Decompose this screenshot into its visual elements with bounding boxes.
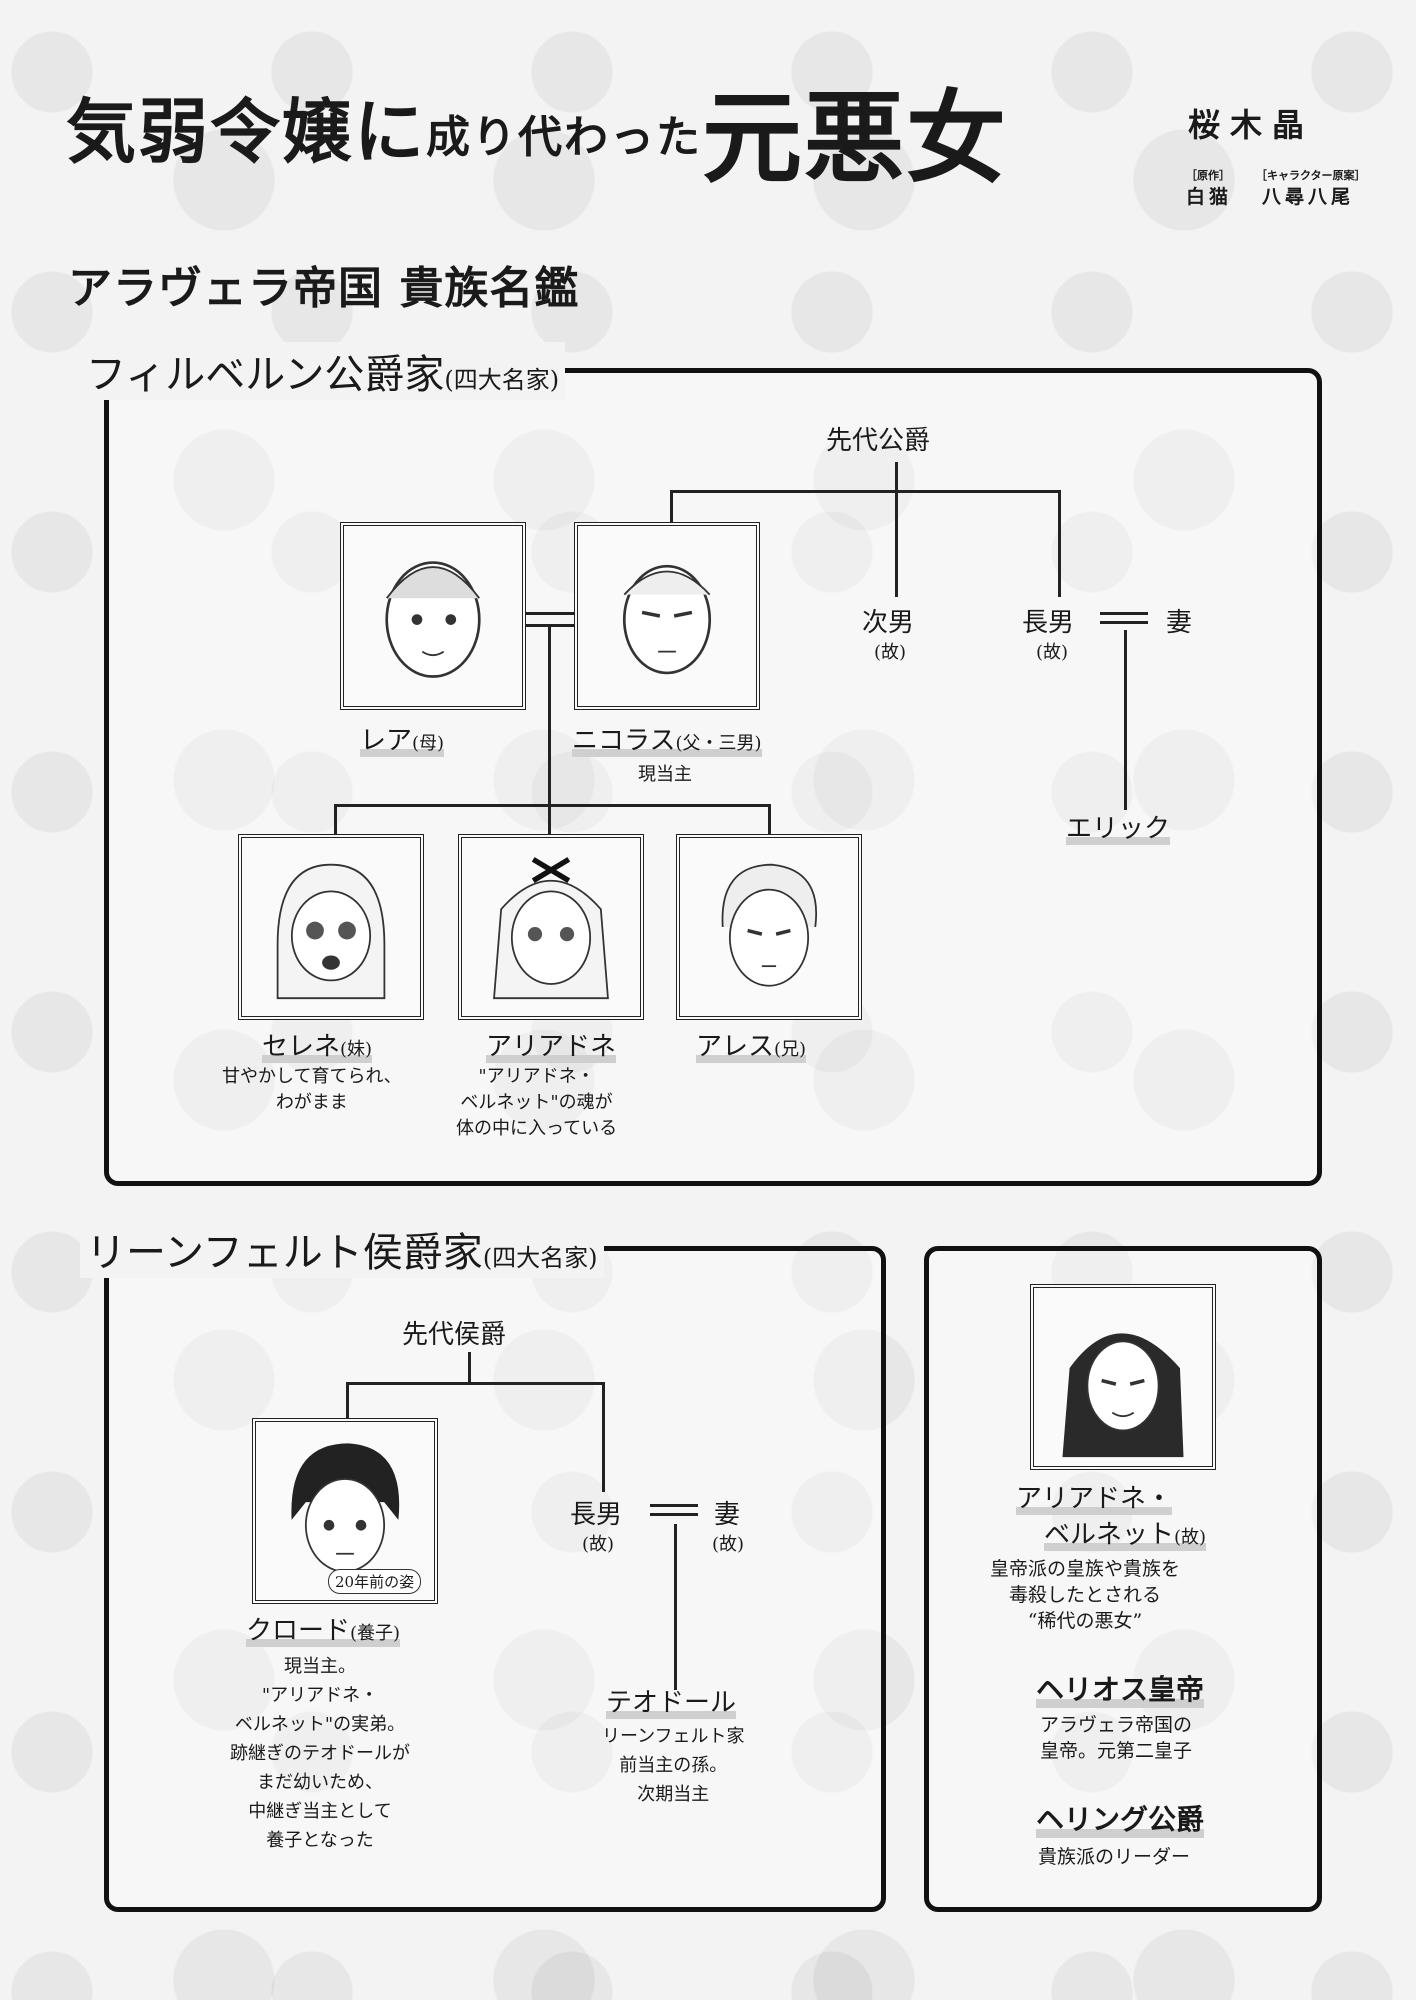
hering-note: 貴族派のリーダー	[1038, 1846, 1191, 1868]
ariadne-line	[548, 804, 551, 834]
ares-portrait	[676, 834, 862, 1020]
marriage-line-top	[526, 612, 576, 615]
ariadne-note: "アリアドネ・ ベルネット"の魂が 体の中に入っている	[456, 1066, 618, 1139]
ariadne-bernet-label-line2: ベルネット(故)	[1044, 1514, 1207, 1551]
ariadne-bernet-note: 皇帝派の皇族や貴族を 毒殺したとされる “稀代の悪女”	[990, 1558, 1181, 1632]
woman-face-icon	[385, 561, 481, 678]
young-man-face-icon	[291, 1443, 400, 1573]
claude-line	[346, 1382, 349, 1420]
rienfeld-top-drop	[468, 1352, 471, 1384]
girl-face-icon	[276, 863, 386, 1000]
rienfeld-wife-note: (故)	[712, 1534, 745, 1555]
ariadne-label: アリアドネ	[486, 1026, 617, 1063]
ariadne-portrait	[458, 834, 644, 1020]
rienfeld-house-title: リーンフェルト侯爵家(四大名家)	[80, 1220, 604, 1278]
credit-character-label: ［キャラクター原案］	[1256, 169, 1366, 182]
wife-label: 妻	[1166, 608, 1193, 638]
nicholas-portrait	[574, 522, 760, 710]
helios-note: アラヴェラ帝国の 皇帝。元第二皇子	[1040, 1714, 1193, 1762]
serene-note: 甘やかして育てられ、 わがまま	[222, 1066, 402, 1113]
page-subtitle: アラヴェラ帝国 貴族名鑑	[68, 263, 580, 314]
claude-note: 現当主。 "アリアドネ・ ベルネット"の実弟。 跡継ぎのテオドールが まだ幼いた…	[230, 1656, 410, 1851]
filbern-house-title: フィルベルン公爵家(四大名家)	[80, 342, 566, 400]
woman-face-icon	[1062, 1333, 1184, 1458]
filbern-eric-line	[1124, 630, 1127, 810]
serene-line	[334, 804, 337, 834]
serene-label: セレネ(妹)	[262, 1026, 373, 1063]
rienfeld-eldest-son-line	[602, 1382, 605, 1492]
title-part2: 成り代わった	[426, 112, 702, 163]
serene-portrait	[238, 834, 424, 1020]
eldest-son-note: (故)	[1036, 642, 1069, 663]
boy-face-icon	[721, 863, 818, 987]
claude-portrait: 20年前の姿	[252, 1418, 438, 1604]
eric-label: エリック	[1066, 808, 1171, 845]
ares-line	[768, 804, 771, 834]
credit-original-label: ［原作］	[1186, 169, 1230, 182]
filbern-children-drop	[548, 626, 551, 806]
rienfeld-eldest-son-label: 長男	[570, 1500, 623, 1530]
former-duke-label: 先代公爵	[826, 426, 931, 456]
hering-label: ヘリング公爵	[1036, 1798, 1205, 1838]
theodore-line	[674, 1524, 677, 1690]
helios-label: ヘリオス皇帝	[1036, 1668, 1205, 1708]
rienfeld-family-box	[104, 1246, 886, 1912]
marriage-symbol	[1100, 612, 1148, 624]
credit-character-designer: 八尋八尾	[1262, 186, 1355, 208]
rea-label: レア(母)	[360, 720, 445, 757]
girl-face-icon	[493, 857, 609, 1000]
rienfeld-eldest-son-note: (故)	[582, 1534, 615, 1555]
rienfeld-top-connector	[346, 1382, 604, 1385]
theodore-label: テオドール	[606, 1682, 737, 1719]
eldest-son-label: 長男	[1022, 608, 1075, 638]
credit-illustrator: 白猫	[1186, 186, 1233, 208]
claude-label: クロード(養子)	[246, 1610, 401, 1647]
theodore-note: リーンフェルト家 前当主の孫。 次期当主	[602, 1726, 745, 1805]
title-part3: 元悪女	[702, 79, 1008, 197]
man-face-icon	[622, 564, 712, 675]
filbern-nicholas-line	[670, 490, 673, 526]
filbern-top-connector	[670, 490, 1060, 493]
filbern-eldest-son-line	[1058, 490, 1061, 597]
author-name: 桜木晶	[1188, 106, 1315, 144]
marriage-line-bottom	[526, 624, 576, 627]
rienfeld-marriage-symbol	[650, 1504, 698, 1516]
claude-age-badge: 20年前の姿	[328, 1569, 422, 1594]
manga-title: 気弱令嬢に成り代わった元悪女	[66, 88, 1008, 188]
title-part1: 気弱令嬢に	[66, 90, 426, 173]
ariadne-bernet-portrait	[1030, 1284, 1216, 1470]
former-marquis-label: 先代侯爵	[402, 1320, 507, 1350]
rienfeld-wife-label: 妻	[714, 1500, 741, 1530]
second-son-note: (故)	[874, 642, 907, 663]
filbern-second-son-line	[895, 462, 898, 597]
nicholas-label: ニコラス(父・三男)	[572, 720, 762, 757]
ariadne-bernet-label-line1: アリアドネ・	[1016, 1478, 1173, 1515]
ares-label: アレス(兄)	[696, 1026, 807, 1063]
nicholas-note: 現当主	[638, 764, 692, 785]
second-son-label: 次男	[862, 608, 915, 638]
filbern-children-connector	[334, 804, 770, 807]
rea-portrait	[340, 522, 526, 710]
